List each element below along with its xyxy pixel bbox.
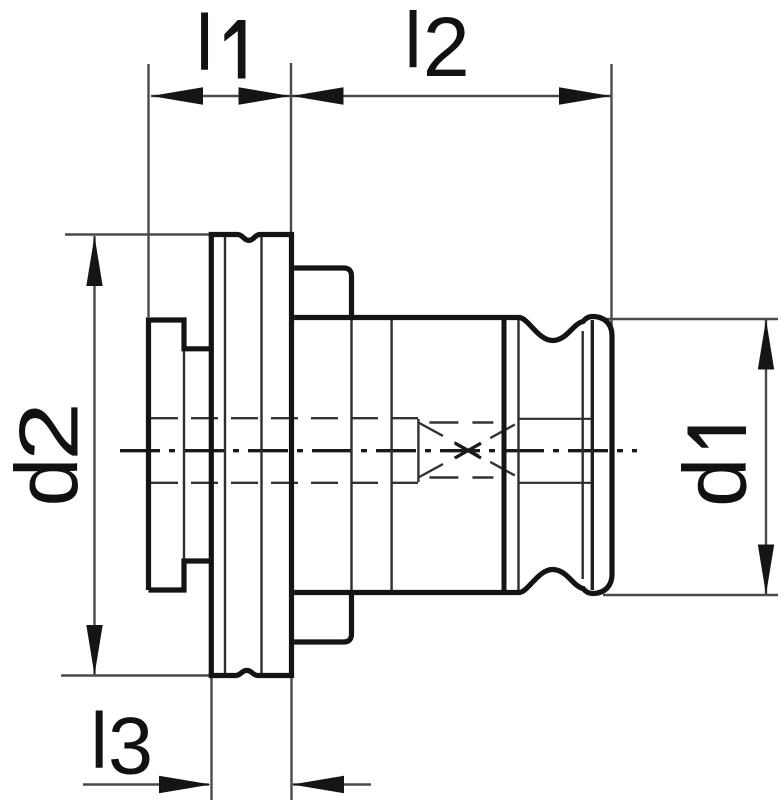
svg-text:2: 2 — [423, 0, 470, 94]
svg-text:d: d — [665, 458, 765, 508]
svg-text:d: d — [0, 458, 96, 507]
svg-text:l: l — [196, 0, 214, 86]
svg-text:l: l — [404, 0, 422, 84]
svg-text:3: 3 — [108, 702, 153, 792]
svg-text:2: 2 — [3, 402, 96, 461]
svg-text:l: l — [90, 695, 108, 784]
